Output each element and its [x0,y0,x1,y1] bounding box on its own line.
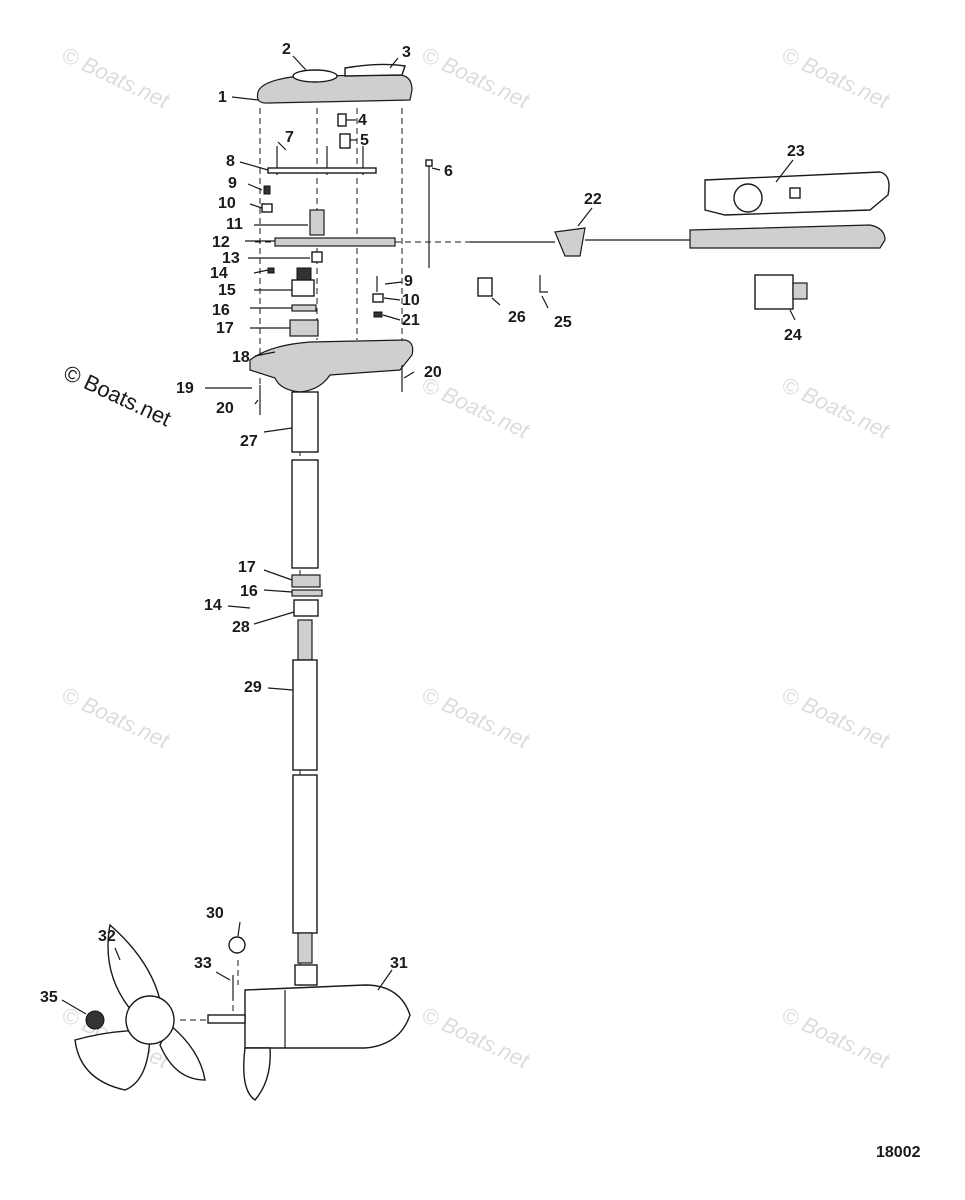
callout-7: 7 [285,129,294,146]
watermark: © Boats.net [418,42,534,114]
callout-17: 17 [216,320,234,337]
diagram-number: 18002 [876,1144,921,1161]
callout-18: 18 [232,349,250,366]
callout-labels: 1 2 3 4 5 7 8 6 9 10 11 12 13 14 15 16 1… [40,41,921,1161]
upper-bearing [267,267,319,337]
callout-16: 16 [240,583,258,600]
callout-14: 14 [210,265,228,282]
armature-shaft [292,619,318,964]
leader-lines [61,55,796,1015]
callout-16: 16 [212,302,230,319]
callout-3: 3 [402,44,411,61]
callout-13: 13 [222,250,240,267]
shaft-tube [291,391,319,569]
watermark: © Boats.net [778,372,894,444]
callout-10: 10 [218,195,236,212]
watermark: © Boats.net [778,1002,894,1074]
lower-housing [205,339,414,415]
gear-assembly [274,209,396,263]
watermark: © Boats.net [778,682,894,754]
watermark: © Boats.net [778,42,894,114]
callout-4: 4 [358,112,367,129]
callout-35: 35 [40,989,58,1006]
callout-1: 1 [218,89,227,106]
callout-32: 32 [98,928,116,945]
callout-27: 27 [240,433,258,450]
callout-9: 9 [404,273,413,290]
tie-strap [425,159,433,268]
callout-28: 28 [232,619,250,636]
callout-2: 2 [282,41,291,58]
watermark: © Boats.net [58,682,174,754]
callout-17: 17 [238,559,256,576]
callout-31: 31 [390,955,408,972]
callout-6: 6 [444,163,453,180]
callout-21: 21 [402,312,420,329]
top-cover [256,63,413,104]
callout-29: 29 [244,679,262,696]
callout-20: 20 [216,400,234,417]
callout-23: 23 [787,143,805,160]
callout-11: 11 [226,216,243,233]
callout-26: 26 [508,309,526,326]
right-hardware [372,276,384,318]
callout-9: 9 [228,175,237,192]
callout-12: 12 [212,234,230,251]
callout-33: 33 [194,955,212,972]
motor [207,964,411,1101]
watermark-dark: © Boats.net [60,360,175,431]
callout-30: 30 [206,905,224,922]
callout-25: 25 [554,314,572,331]
callout-15: 15 [218,282,236,299]
watermark: © Boats.net [58,42,174,114]
watermark: © Boats.net [418,682,534,754]
callout-14: 14 [204,597,222,614]
foot-pedal-assembly [470,171,890,310]
watermark: © Boats.net [418,372,534,444]
callout-8: 8 [226,153,235,170]
callout-19: 19 [176,380,194,397]
plate-assembly [261,113,377,213]
callout-24: 24 [784,327,802,344]
callout-20: 20 [424,364,442,381]
callout-22: 22 [584,191,602,208]
callout-5: 5 [360,132,369,149]
lower-bearing [291,574,323,617]
watermark: © Boats.net [418,1002,534,1074]
propeller [74,923,246,1091]
callout-10: 10 [402,292,420,309]
